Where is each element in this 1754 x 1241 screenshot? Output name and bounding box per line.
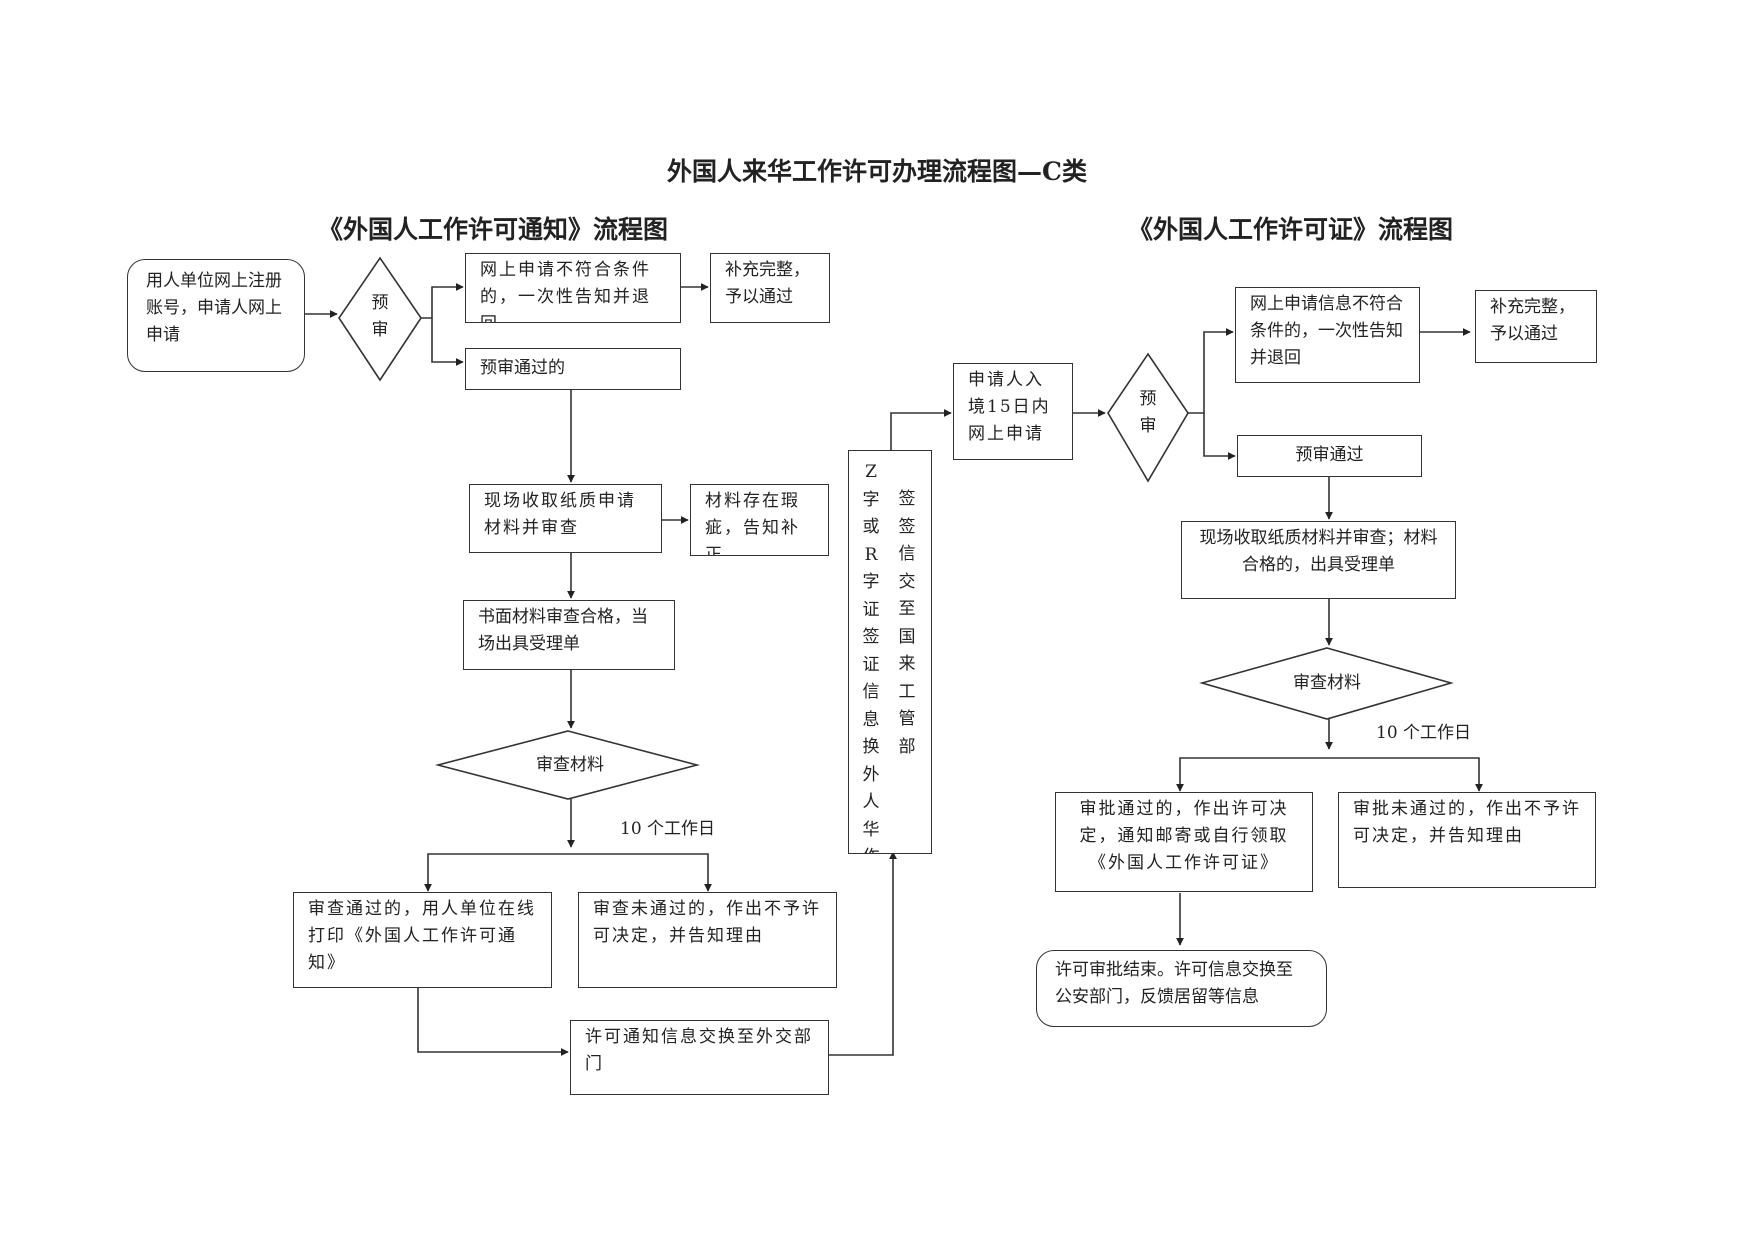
end-box: 许可审批结束。许可信息交换至公安部门，反馈居留等信息 bbox=[1036, 950, 1327, 1027]
supplement-box-right: 补充完整，予以通过 bbox=[1475, 290, 1597, 363]
rejected-box-left: 网上申请不符合条件的，一次性告知并退回 bbox=[465, 253, 681, 323]
prereview-label-right: 预审 bbox=[1139, 389, 1157, 436]
onsite-review-box-left: 现场收取纸质申请材料并审查 bbox=[469, 484, 662, 553]
passed-box-left: 预审通过的 bbox=[465, 348, 681, 390]
denied-box-right: 审批未通过的，作出不予许可决定，并告知理由 bbox=[1338, 792, 1596, 888]
prereview-diamond-left bbox=[338, 256, 422, 382]
supplement-box-left: 补充完整，予以通过 bbox=[710, 253, 830, 323]
review-diamond-left bbox=[434, 730, 701, 800]
visa-text-col2: 签签信交至国来工管部 bbox=[898, 489, 916, 757]
approved-box-right: 审批通过的，作出许可决定，通知邮寄或自行领取《外国人工作许可证》 bbox=[1055, 792, 1313, 892]
page-title: 外国人来华工作许可办理流程图—C类 bbox=[667, 157, 1087, 186]
flaw-box: 材料存在瑕疵，告知补正 bbox=[690, 484, 829, 556]
approved-box-left: 审查通过的，用人单位在线打印《外国人工作许可通知》 bbox=[293, 892, 552, 988]
rejected-box-right: 网上申请信息不符合条件的，一次性告知并退回 bbox=[1235, 287, 1420, 383]
prereview-label-left: 预审 bbox=[371, 293, 389, 340]
review-diamond-right bbox=[1199, 647, 1454, 720]
days-label-left: 10 个工作日 bbox=[620, 819, 716, 839]
onsite-review-box-right: 现场收取纸质材料并审查；材料合格的，出具受理单 bbox=[1181, 521, 1456, 599]
review-label-left: 审查材料 bbox=[536, 755, 604, 775]
days-label-right: 10 个工作日 bbox=[1376, 723, 1472, 743]
prereview-diamond-right bbox=[1107, 352, 1189, 483]
exchange-box: 许可通知信息交换至外交部门 bbox=[570, 1020, 829, 1095]
visa-text-col1: Z字或R字证签证信息换外人华作理门 bbox=[862, 462, 880, 853]
denied-box-left: 审查未通过的，作出不予许可决定，并告知理由 bbox=[578, 892, 837, 988]
review-label-right: 审查材料 bbox=[1293, 673, 1361, 693]
visa-info-box: Z字或R字证签证信息换外人华作理门 签签信交至国来工管部 bbox=[848, 450, 932, 854]
accept-box-left: 书面材料审查合格，当场出具受理单 bbox=[463, 600, 675, 670]
passed-box-right: 预审通过 bbox=[1237, 435, 1422, 477]
left-flow-heading: 《外国人工作许可通知》流程图 bbox=[318, 215, 669, 244]
entry-apply-box: 申请人入境15日内网上申请 bbox=[953, 363, 1073, 460]
start-apply-box: 用人单位网上注册账号，申请人网上申请 bbox=[127, 259, 305, 372]
right-flow-heading: 《外国人工作许可证》流程图 bbox=[1128, 215, 1454, 244]
